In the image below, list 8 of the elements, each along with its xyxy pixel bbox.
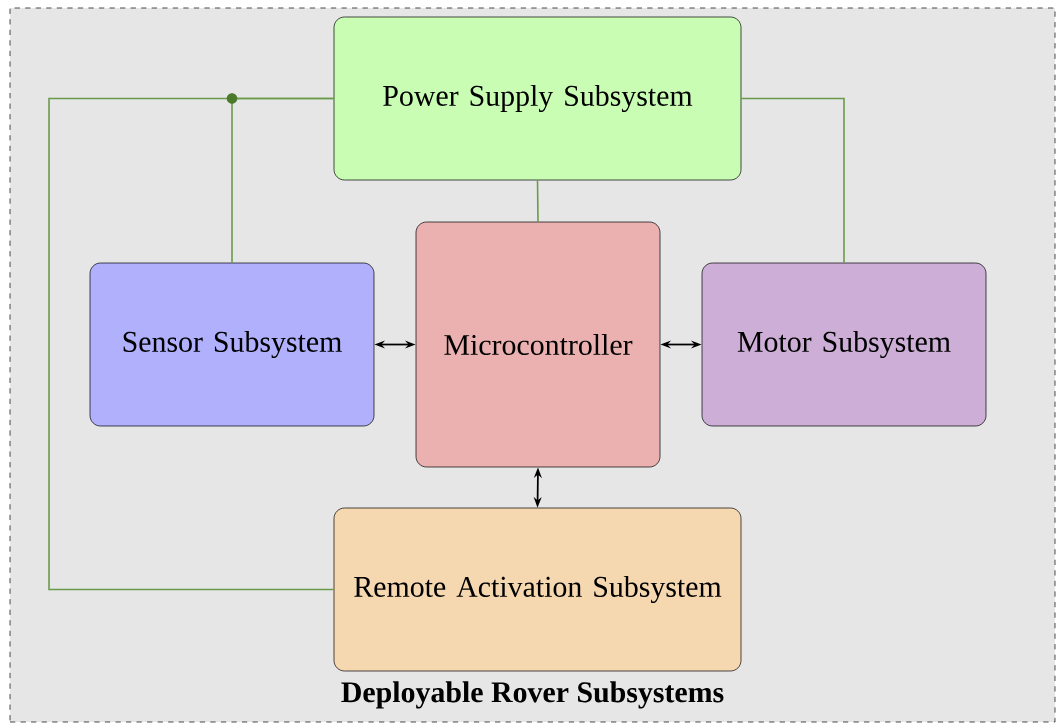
- motor-box: Motor Subsystem: [701, 262, 987, 427]
- power-box: Power Supply Subsystem: [333, 16, 742, 181]
- connector-line: [536, 179, 539, 223]
- controller-box: Microcontroller: [415, 221, 661, 468]
- sensor-box: Sensor Subsystem: [89, 262, 375, 427]
- connector-line: [48, 97, 335, 591]
- connector-line: [740, 97, 845, 264]
- remote-box: Remote Activation Subsystem: [333, 507, 742, 672]
